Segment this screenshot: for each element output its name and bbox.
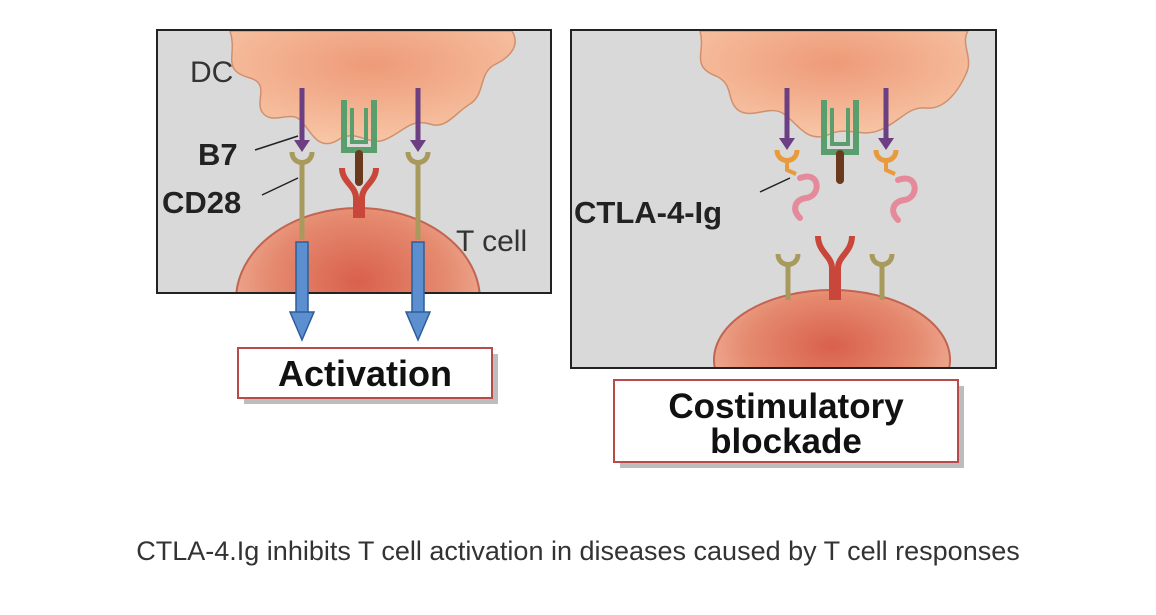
caption: CTLA-4.Ig inhibits T cell activation in … [136, 536, 1020, 566]
blockade-box [613, 379, 959, 463]
b7-pointer [254, 135, 299, 151]
unbound-cd28-right [869, 253, 895, 300]
right-panel: CTLA-4-Ig Costimulatory blockade [570, 29, 997, 468]
mhc-tcr-complex-left [339, 100, 379, 218]
mhc-complex-right [821, 100, 859, 184]
activation-box [237, 347, 493, 399]
cd28-pointer [261, 177, 299, 196]
blockade-label-line2: blockade [710, 422, 862, 461]
activation-label: Activation [278, 353, 452, 394]
b7-cd28-pair-right [405, 88, 431, 240]
activation-arrows [288, 241, 432, 342]
b7-ctla4-pair-left [774, 88, 820, 221]
b7-ctla4-pair-right [873, 88, 918, 223]
blockade-label-line1: Costimulatory [668, 387, 904, 426]
dc-label: DC [190, 56, 233, 89]
cd28-label: CD28 [162, 185, 241, 220]
unbound-tcr [815, 235, 855, 300]
b7-cd28-pair-left [289, 88, 315, 240]
left-panel: DC B7 CD28 T cell Activation [156, 29, 552, 404]
b7-label: B7 [198, 137, 238, 172]
t-cell-label: T cell [456, 225, 527, 258]
unbound-cd28-left [775, 253, 801, 300]
ctla4-pointer [759, 177, 791, 193]
ctla4-ig-label: CTLA-4-Ig [574, 195, 722, 230]
